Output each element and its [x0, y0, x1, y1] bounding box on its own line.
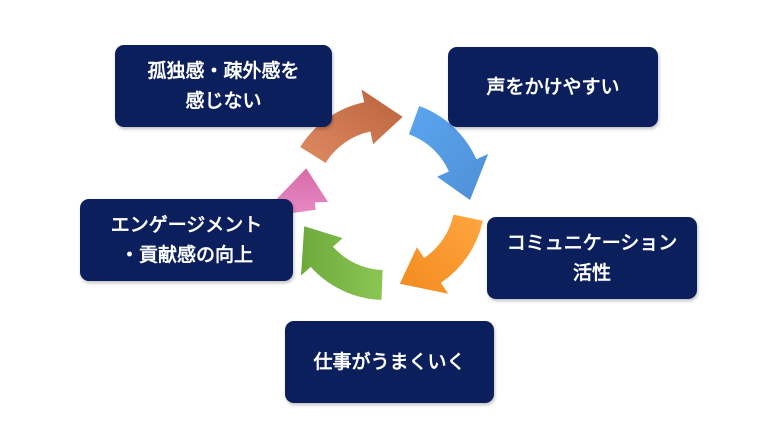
step-label-line: ・貢献感の向上 — [119, 244, 253, 266]
step-label-line: 孤独感・疎外感を — [147, 60, 300, 82]
arrow-communication-to-work — [399, 214, 483, 294]
arrow-talk-to-communication — [408, 106, 489, 200]
step-label-line: 仕事がうまくいく — [313, 351, 466, 373]
step-label-line: 感じない — [185, 90, 262, 112]
step-box-easy-to-talk: 声をかけやすい — [448, 47, 658, 127]
step-box-isolation: 孤独感・疎外感を 感じない — [115, 45, 332, 127]
step-box-work-goes-well: 仕事がうまくいく — [285, 321, 494, 403]
step-label-line: 声をかけやすい — [486, 76, 620, 98]
step-label-line: 活性 — [572, 262, 611, 284]
step-box-engagement: エンゲージメント ・貢献感の向上 — [80, 199, 293, 281]
arrow-work-to-engagement — [301, 226, 383, 300]
step-label-line: エンゲージメント — [110, 214, 263, 236]
arrow-isolation-to-talk — [300, 89, 403, 163]
step-box-communication: コミュニケーション 活性 — [487, 217, 697, 299]
step-label-line: コミュニケーション — [506, 232, 678, 254]
